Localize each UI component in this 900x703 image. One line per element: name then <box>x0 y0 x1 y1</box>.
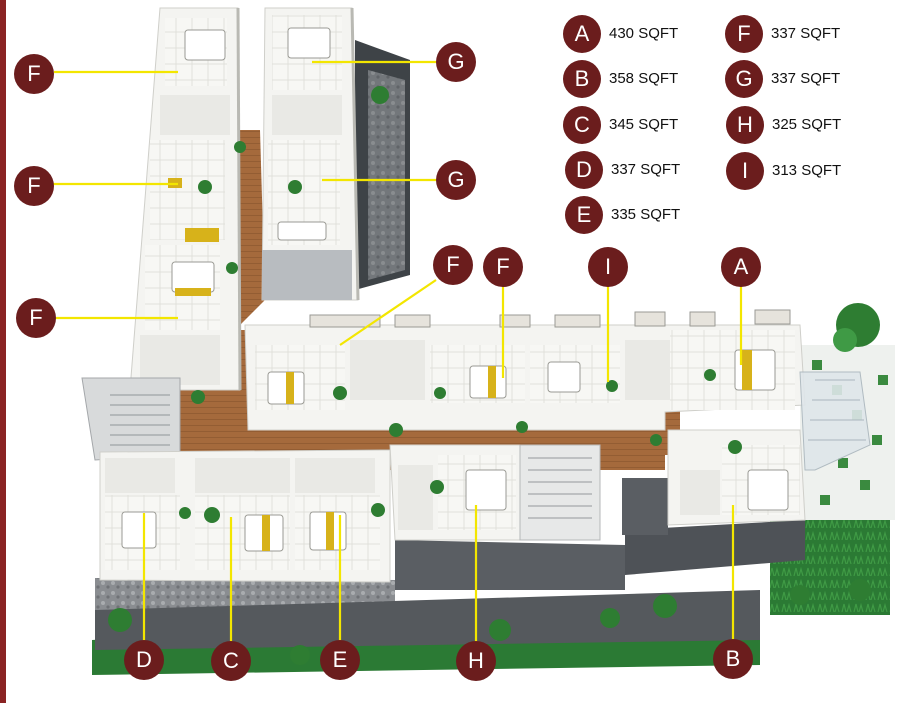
callout-i: I <box>588 247 628 287</box>
legend-marker: D <box>565 151 603 189</box>
callout-g: G <box>436 160 476 200</box>
legend-marker: C <box>563 106 601 144</box>
callout-f: F <box>483 247 523 287</box>
legend-marker: G <box>725 60 763 98</box>
middle-wing <box>244 309 806 431</box>
legend-size: 337 SQFT <box>611 161 681 178</box>
leader-lines <box>52 60 743 650</box>
legend-marker: I <box>726 152 764 190</box>
left-stair <box>81 377 181 461</box>
legend-size: 335 SQFT <box>611 206 681 223</box>
legend-size: 337 SQFT <box>771 25 841 42</box>
callout-f: F <box>433 245 473 285</box>
page-edge-stripe <box>0 0 6 703</box>
legend-size: 430 SQFT <box>609 25 679 42</box>
legend-size: 313 SQFT <box>772 162 842 179</box>
legend-size: 345 SQFT <box>609 116 679 133</box>
legend-size: 337 SQFT <box>771 70 841 87</box>
glass-canopy <box>799 371 871 471</box>
legend-marker: A <box>563 15 601 53</box>
callout-f: F <box>14 166 54 206</box>
legend-marker: E <box>565 196 603 234</box>
right-tower <box>261 7 360 301</box>
callout-a: A <box>721 247 761 287</box>
plants <box>108 86 880 665</box>
callout-h: H <box>456 641 496 681</box>
legend-size: 325 SQFT <box>772 116 842 133</box>
legend-marker: H <box>726 106 764 144</box>
legend-marker: F <box>725 15 763 53</box>
callout-c: C <box>211 641 251 681</box>
left-tower <box>129 7 242 391</box>
callout-f: F <box>14 54 54 94</box>
legend-size: 358 SQFT <box>609 70 679 87</box>
callout-e: E <box>320 640 360 680</box>
building-base <box>95 520 805 650</box>
callout-d: D <box>124 640 164 680</box>
callout-b: B <box>713 639 753 679</box>
callout-f: F <box>16 298 56 338</box>
callout-g: G <box>436 42 476 82</box>
legend-marker: B <box>563 60 601 98</box>
